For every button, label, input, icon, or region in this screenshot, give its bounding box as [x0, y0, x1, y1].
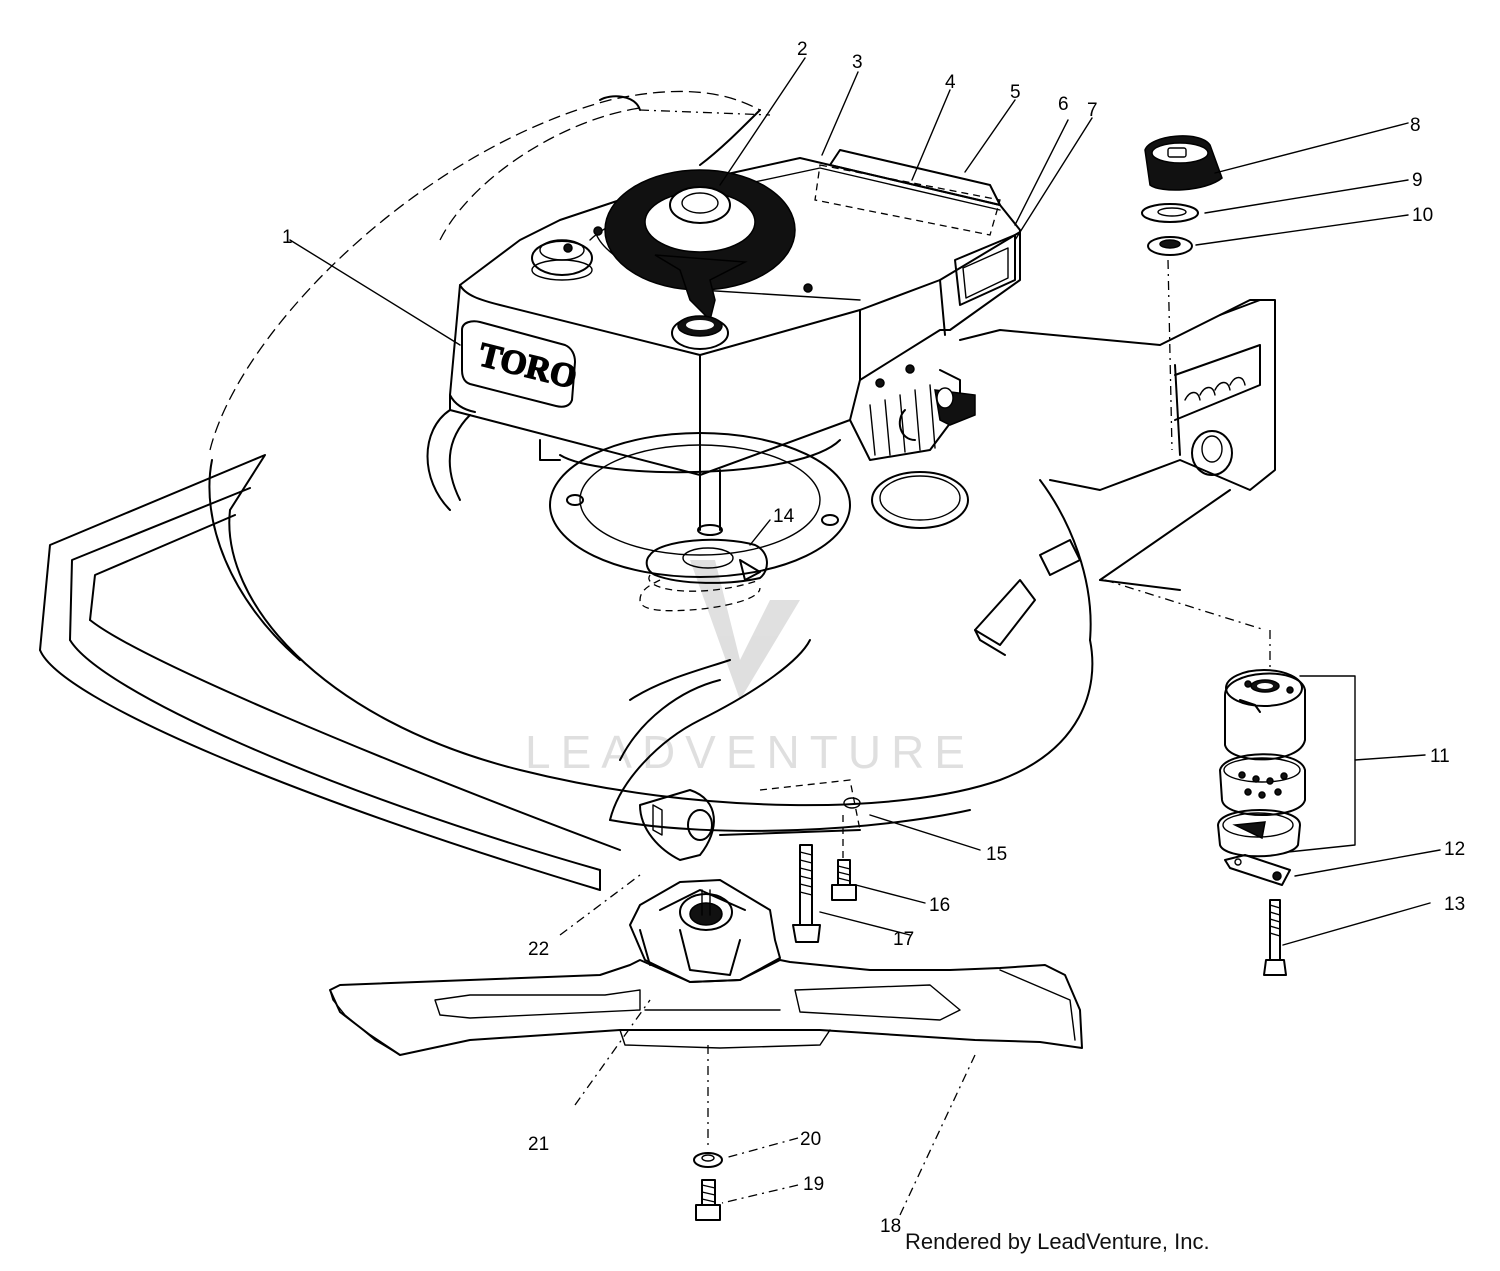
mounting-bolts — [792, 815, 857, 943]
callout-6: 6 — [1058, 94, 1069, 115]
callout-12: 12 — [1444, 839, 1465, 860]
callout-7: 7 — [1087, 100, 1098, 121]
callout-14: 14 — [773, 506, 795, 527]
callout-22: 22 — [528, 939, 549, 960]
fuel-cap — [671, 315, 729, 350]
callout-20: 20 — [800, 1129, 821, 1150]
height-adjust-rack — [1174, 344, 1261, 476]
mower-blade — [329, 959, 1083, 1150]
callout-labels: 1 2 3 4 5 6 7 8 9 10 11 12 13 14 15 16 1… — [282, 39, 1465, 1237]
callout-2: 2 — [797, 39, 808, 60]
engine: TORO — [426, 149, 1021, 536]
cylinder-fins — [849, 369, 976, 461]
recoil-starter — [604, 169, 796, 322]
callout-17: 17 — [893, 929, 914, 950]
wheel-hub-assembly — [1104, 579, 1356, 976]
watermark-text: LEADVENTURE — [525, 726, 975, 778]
blade-adapter-key — [639, 538, 768, 612]
callout-1: 1 — [282, 227, 293, 248]
callout-19: 19 — [803, 1174, 824, 1195]
callout-11: 11 — [1430, 746, 1450, 767]
callout-4: 4 — [945, 72, 956, 93]
blade-bolt-washer — [693, 1152, 723, 1221]
blade-adapter — [629, 879, 781, 983]
oil-fill-cap — [531, 239, 593, 281]
callout-5: 5 — [1010, 82, 1021, 103]
callout-15: 15 — [986, 844, 1007, 865]
leader-lines — [289, 57, 1441, 1216]
callout-21: 21 — [528, 1134, 549, 1155]
mower-deck — [39, 90, 1276, 891]
callout-3: 3 — [852, 52, 863, 73]
callout-16: 16 — [929, 895, 950, 916]
render-credit: Rendered by LeadVenture, Inc. — [905, 1229, 1210, 1254]
brand-plate: TORO — [461, 320, 581, 408]
rear-axle-bracket — [639, 789, 715, 861]
callout-13: 13 — [1444, 894, 1465, 915]
callout-9: 9 — [1412, 170, 1423, 191]
fuel-primer-assembly — [1141, 135, 1223, 451]
callout-10: 10 — [1412, 205, 1433, 226]
watermark: LEADVENTURE — [525, 560, 975, 778]
callout-8: 8 — [1410, 115, 1421, 136]
callout-18: 18 — [880, 1216, 901, 1237]
